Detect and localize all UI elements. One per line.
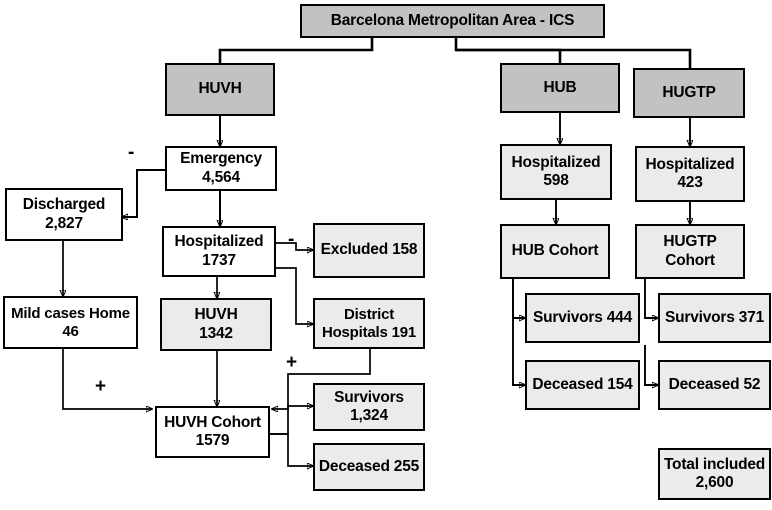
node-huvh-survivors[interactable]: Survivors 1,324	[313, 383, 425, 431]
node-huvh-survivors-line1: Survivors	[334, 388, 404, 406]
node-hub-cohort[interactable]: HUB Cohort	[500, 224, 610, 279]
node-huvh-cohort-line2: 1579	[195, 432, 230, 449]
node-root-label: Barcelona Metropolitan Area - ICS	[330, 11, 575, 29]
node-hub-survivors-line1: Survivors 444	[532, 308, 633, 326]
node-hugtp-survivors-line1: Survivors 371	[664, 308, 765, 326]
node-huvh-center-header[interactable]: HUVH	[165, 63, 275, 116]
node-hugtp-cohort-line1: HUGTP	[663, 233, 717, 251]
node-huvh-cohort-line1: HUVH Cohort	[164, 413, 261, 431]
node-excluded-line1: Excluded 158	[320, 241, 418, 259]
node-hub-label: HUB	[543, 78, 577, 96]
node-district-hospitals-line2: Hospitals 191	[321, 323, 417, 341]
node-emergency[interactable]: Emergency 4,564	[165, 146, 277, 191]
node-hub-deceased[interactable]: Deceased 154	[525, 360, 640, 410]
sign-plus-district: +	[286, 352, 298, 373]
node-mild-cases-home-line2: 46	[62, 322, 79, 340]
node-discharged-line2: 2,827	[45, 214, 83, 232]
node-hugtp-deceased[interactable]: Deceased 52	[658, 360, 771, 410]
node-huvh-survivors-line2: 1,324	[350, 407, 388, 424]
node-huvh-center-line2: 1342	[199, 324, 233, 342]
node-discharged[interactable]: Discharged 2,827	[5, 188, 123, 241]
node-huvh-hospitalized-line1: Hospitalized	[174, 233, 264, 251]
node-district-hospitals-line1: District	[343, 305, 395, 323]
node-hub-hospitalized-line2: 598	[543, 172, 569, 189]
node-mild-cases-home[interactable]: Mild cases Home 46	[3, 296, 138, 349]
node-hugtp-cohort[interactable]: HUGTP Cohort	[635, 224, 745, 279]
node-huvh-deceased-line1: Deceased 255	[318, 457, 420, 475]
node-total-included[interactable]: Total included 2,600	[658, 448, 771, 500]
node-total-included-line2: 2,600	[695, 474, 734, 491]
node-huvh-hospitalized[interactable]: Hospitalized 1737	[162, 226, 276, 277]
node-hub-survivors[interactable]: Survivors 444	[525, 293, 640, 343]
node-huvh-deceased[interactable]: Deceased 255	[313, 443, 425, 491]
node-excluded[interactable]: Excluded 158	[313, 223, 425, 278]
node-district-hospitals[interactable]: District Hospitals 191	[313, 298, 425, 349]
node-huvh-center-line1: HUVH	[194, 306, 238, 324]
node-hub-cohort-line1: HUB Cohort	[511, 242, 599, 260]
node-huvh-label: HUVH	[198, 80, 242, 98]
node-hub-center-header[interactable]: HUB	[500, 63, 620, 113]
node-hugtp-center-header[interactable]: HUGTP	[633, 68, 745, 118]
node-hub-deceased-line1: Deceased 154	[532, 375, 633, 393]
node-emergency-line2: 4,564	[202, 168, 240, 186]
sign-minus-discharged: -	[128, 142, 135, 163]
node-huvh-cohort[interactable]: HUVH Cohort 1579	[155, 406, 270, 458]
node-emergency-line1: Emergency	[180, 150, 262, 168]
node-root[interactable]: Barcelona Metropolitan Area - ICS	[300, 4, 605, 38]
node-discharged-line1: Discharged	[22, 196, 106, 214]
node-mild-cases-home-line1: Mild cases Home	[11, 304, 130, 322]
node-hub-hospitalized[interactable]: Hospitalized 598	[500, 144, 612, 200]
node-total-included-line1: Total included	[663, 455, 766, 473]
node-hugtp-deceased-line1: Deceased 52	[668, 375, 761, 393]
node-hugtp-hospitalized-line2: 423	[677, 174, 703, 191]
node-hugtp-survivors[interactable]: Survivors 371	[658, 293, 771, 343]
sign-plus-mild: +	[95, 376, 107, 397]
node-hugtp-hospitalized-line1: Hospitalized	[645, 155, 735, 173]
node-huvh-hospitalized-line2: 1737	[202, 251, 236, 269]
node-hugtp-cohort-line2: Cohort	[665, 251, 715, 269]
node-hub-hospitalized-line1: Hospitalized	[511, 153, 601, 171]
node-hugtp-hospitalized[interactable]: Hospitalized 423	[635, 146, 745, 202]
node-hugtp-label: HUGTP	[662, 83, 716, 101]
sign-minus-excluded: -	[288, 229, 295, 250]
node-huvh-center-box[interactable]: HUVH 1342	[160, 298, 272, 351]
